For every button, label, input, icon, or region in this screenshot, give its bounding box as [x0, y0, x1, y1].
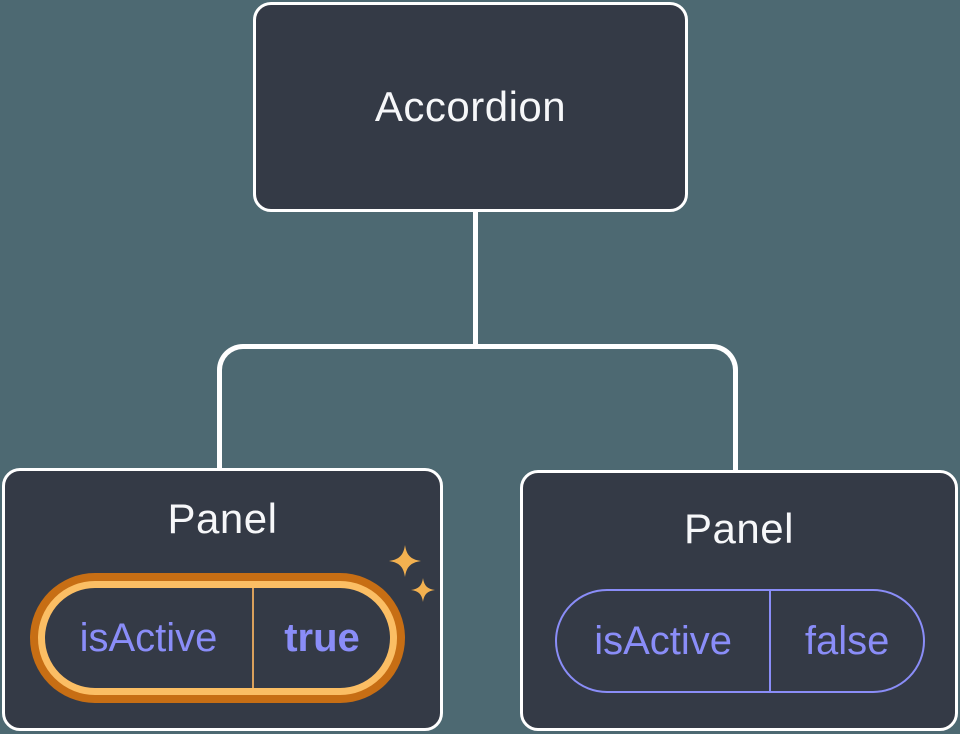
state-key: isActive	[79, 615, 218, 660]
panel-node-active-title: Panel	[167, 495, 278, 542]
state-pill-active: isActive true	[38, 581, 397, 695]
state-key: isActive	[594, 618, 733, 663]
panel-node-active: Panel isActive true	[2, 468, 443, 731]
state-pill-inactive: isActive false	[555, 589, 925, 693]
accordion-node-label: Accordion	[374, 83, 567, 130]
state-pill-divider	[252, 588, 254, 688]
state-value: true	[284, 615, 360, 660]
sparkle-large-icon	[389, 545, 421, 577]
state-value: false	[804, 618, 890, 663]
panel-node-inactive-title: Panel	[684, 505, 794, 552]
state-pill-active-highlight: isActive true	[30, 573, 405, 703]
accordion-node: Accordion	[253, 2, 688, 212]
connector-branch	[217, 344, 738, 470]
sparkle-small-icon	[411, 578, 435, 602]
panel-node-inactive: Panel isActive false	[520, 470, 958, 731]
connector-stem	[473, 212, 478, 345]
sparkle-icon	[389, 545, 435, 602]
state-pill-divider	[769, 591, 772, 691]
